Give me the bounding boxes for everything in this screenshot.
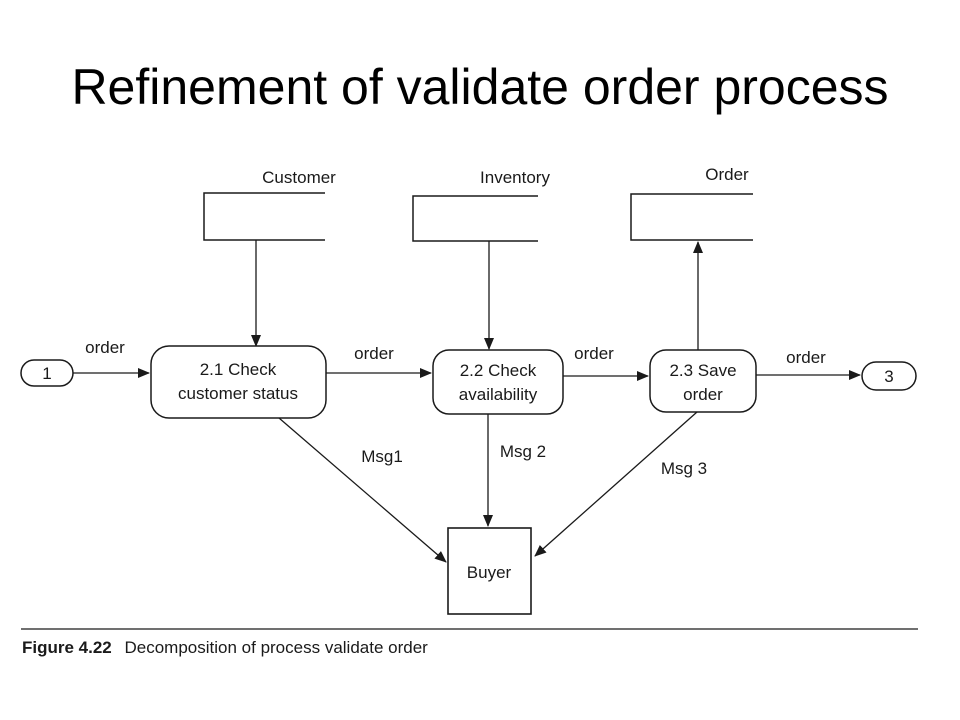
flow-msg1: [278, 417, 447, 563]
flow-msg2-label: Msg 2: [500, 442, 546, 461]
flow-in-order-label: order: [85, 338, 125, 357]
figure-number: Figure 4.22: [22, 638, 112, 657]
slide-title: Refinement of validate order process: [71, 59, 889, 115]
flow-p2-p3-label: order: [574, 344, 614, 363]
process-2-3-line2: order: [683, 385, 723, 404]
flow-p1-p2-label: order: [354, 344, 394, 363]
data-store-order-label: Order: [705, 165, 749, 184]
entity-buyer: Buyer: [447, 527, 532, 615]
process-2-2-line1: 2.2 Check: [460, 361, 537, 380]
process-2-2-line2: availability: [459, 385, 538, 404]
flow-p3-out-label: order: [786, 348, 826, 367]
connector-out: 3: [861, 361, 917, 391]
figure-caption-text: Decomposition of process validate order: [125, 638, 429, 657]
data-store-customer: Customer: [203, 168, 336, 241]
process-2-3: 2.3 Save order: [649, 349, 757, 413]
connector-in-label: 1: [42, 364, 51, 383]
process-2-1-line1: 2.1 Check: [200, 360, 277, 379]
data-store-order: Order: [630, 165, 753, 241]
figure-caption: Figure 4.22 Decomposition of process val…: [22, 638, 428, 657]
process-2-3-line1: 2.3 Save: [669, 361, 736, 380]
process-2-2: 2.2 Check availability: [432, 349, 564, 415]
flow-msg3-label: Msg 3: [661, 459, 707, 478]
process-2-1: 2.1 Check customer status: [150, 345, 327, 419]
data-store-customer-label: Customer: [262, 168, 336, 187]
connector-out-label: 3: [884, 367, 893, 386]
data-store-inventory: Inventory: [412, 168, 550, 242]
data-store-inventory-label: Inventory: [480, 168, 550, 187]
entity-buyer-label: Buyer: [467, 563, 512, 582]
connector-in: 1: [20, 359, 74, 387]
flow-msg3: [534, 411, 698, 557]
flow-msg1-label: Msg1: [361, 447, 403, 466]
process-2-1-line2: customer status: [178, 384, 298, 403]
